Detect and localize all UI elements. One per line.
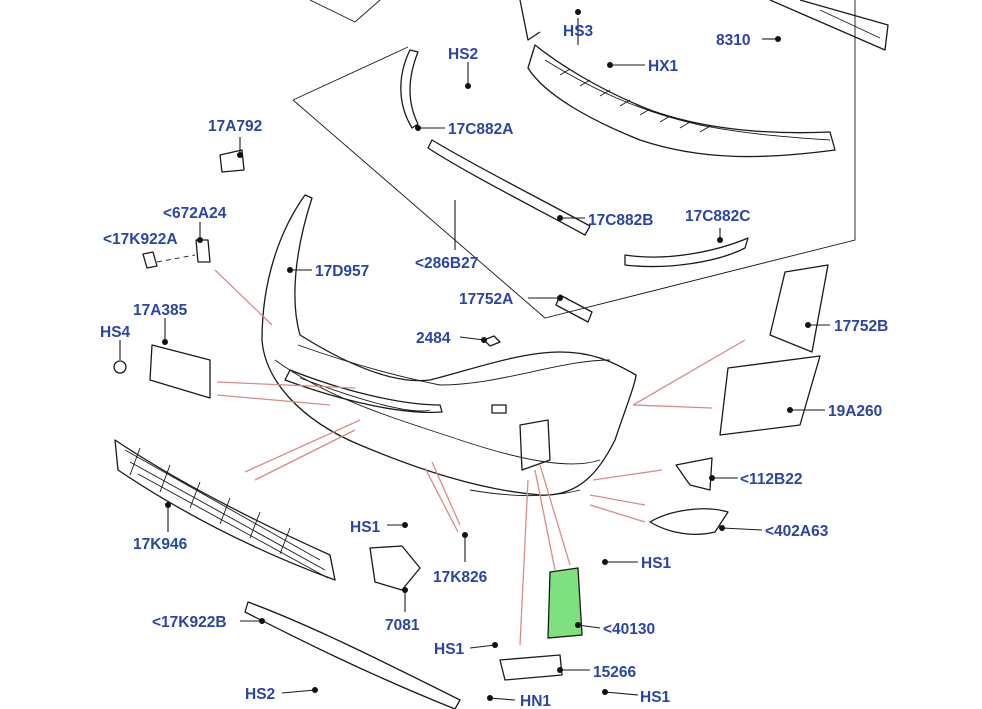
label-17c882b: 17C882B: [588, 212, 654, 229]
bracket-17752a: [555, 294, 593, 323]
label-17k922b: <17K922B: [152, 614, 227, 631]
cap-2484: [483, 335, 501, 347]
label-40130: <40130: [603, 621, 655, 638]
label-19a260: 19A260: [828, 403, 882, 420]
label-17752a: 17752A: [459, 291, 513, 308]
label-17k946: 17K946: [133, 536, 188, 553]
label-672a24: <672A24: [163, 205, 227, 222]
label-17a385: 17A385: [133, 302, 188, 319]
top-left-box-edge: [309, 0, 356, 23]
clip-672a24: [195, 239, 211, 263]
strip-17c882c: [624, 237, 749, 268]
label-17k922a: <17K922A: [103, 231, 178, 248]
label-hs2-bottom: HS2: [245, 686, 275, 703]
label-286b27: <286B27: [415, 255, 478, 272]
label-leaders: [119, 9, 830, 701]
label-hs1-c: HS1: [434, 641, 465, 658]
bracket-15266: [499, 654, 563, 681]
bracket-112b22: [675, 457, 713, 491]
label-7081: 7081: [385, 617, 420, 634]
top-right-bar: [769, 0, 889, 51]
top-left-box-edge-2: [354, 0, 381, 23]
label-15266: 15266: [593, 664, 636, 681]
label-hs4: HS4: [100, 324, 131, 341]
label-hs1-a: HS1: [350, 519, 381, 536]
red-leaders: [214, 269, 746, 646]
plate-17a385: [149, 344, 211, 399]
label-hs1-d: HS1: [640, 689, 671, 706]
bracket-7081: [369, 545, 421, 591]
label-8310: 8310: [716, 32, 750, 49]
label-112b22: <112B22: [740, 471, 803, 488]
bracket-17752b: [769, 264, 829, 353]
label-17a792: 17A792: [208, 118, 262, 135]
reinforcement-beam: [519, 0, 836, 158]
bumper-cover: [261, 194, 637, 497]
dash-line-17k922a: [156, 254, 196, 263]
label-402a63: <402A63: [765, 523, 829, 540]
label-hs1-b: HS1: [641, 555, 672, 572]
screw-hs4: [113, 360, 127, 374]
label-hx1: HX1: [648, 58, 679, 75]
bracket-19a260: [719, 355, 821, 436]
label-17c882a: 17C882A: [448, 121, 514, 138]
lower-grille-17k946: [114, 439, 336, 581]
label-17752b: 17752B: [834, 318, 888, 335]
upper-assembly-box: [292, 0, 856, 319]
strip-17c882a: [400, 49, 419, 129]
bracket-17a792: [219, 149, 245, 173]
label-hs2-top: HS2: [448, 46, 478, 63]
label-hs3: HS3: [563, 23, 594, 40]
cover-402a63: [649, 508, 729, 535]
label-hn1: HN1: [520, 693, 551, 709]
label-17k826: 17K826: [433, 569, 488, 586]
label-17c882c: 17C882C: [685, 208, 751, 225]
label-2484: 2484: [416, 330, 451, 347]
strip-17c882b: [427, 139, 591, 236]
label-17d957: 17D957: [315, 263, 369, 280]
spoiler-17k922b: [244, 601, 461, 709]
fog-lamp-cover-40130: [547, 567, 583, 639]
clip-17k922a: [142, 251, 158, 269]
